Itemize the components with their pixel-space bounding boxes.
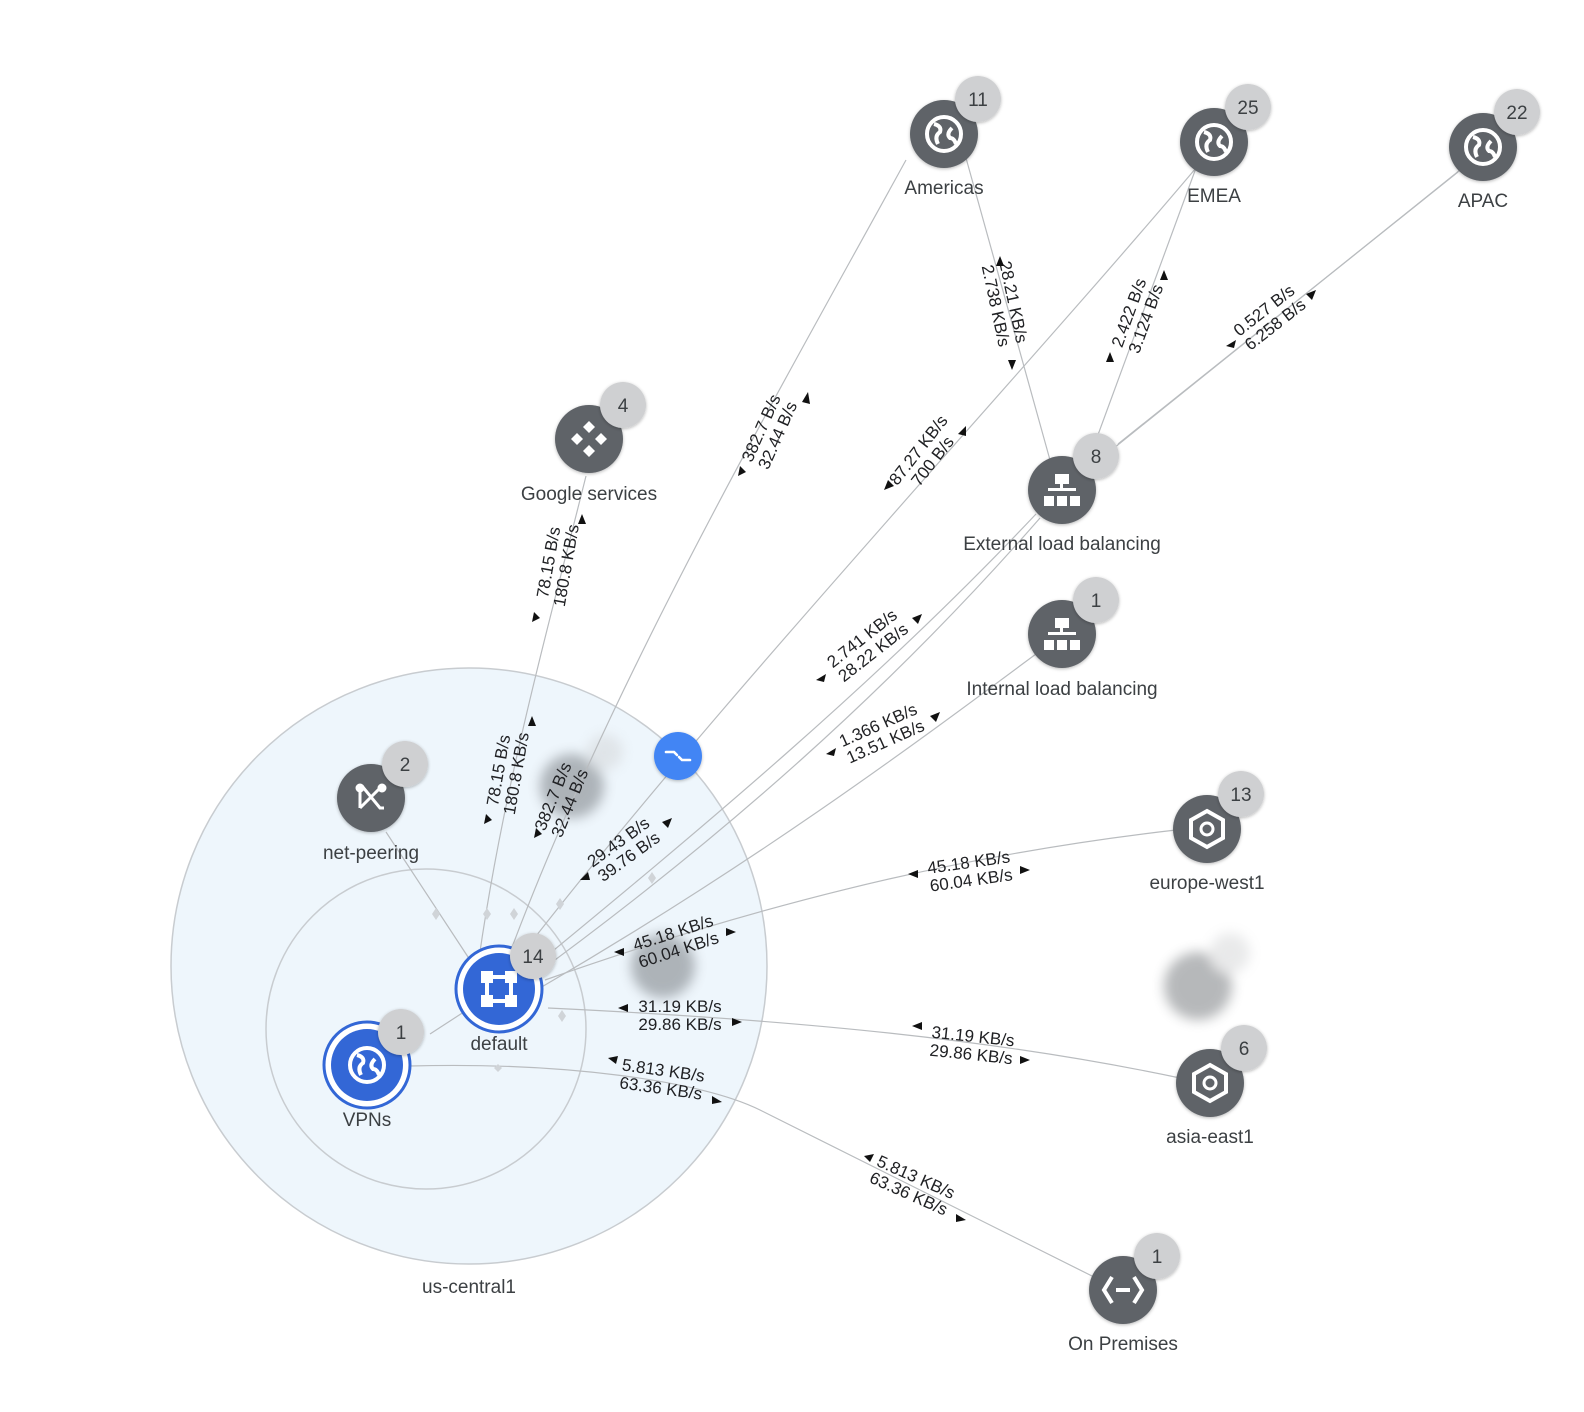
node-google-services[interactable]: 4 Google services bbox=[521, 382, 657, 505]
edge-label-default-ilb: 1.366 KB/s 13.51 KB/s bbox=[836, 700, 927, 768]
count-badge-text: 13 bbox=[1230, 785, 1251, 806]
count-badge bbox=[600, 382, 646, 428]
vpn-globe-icon bbox=[348, 1046, 386, 1084]
edge-label-default-ae1-near: 31.19 KB/s 29.86 KB/s bbox=[638, 997, 721, 1034]
node-label: Internal load balancing bbox=[966, 679, 1157, 700]
on-premises-icon bbox=[1101, 1275, 1145, 1305]
count-badge bbox=[382, 741, 428, 787]
node-europe-west1[interactable]: 13 europe-west1 bbox=[1149, 771, 1265, 894]
count-badge bbox=[1073, 577, 1119, 623]
count-badge-text: 1 bbox=[1091, 591, 1102, 612]
node-label: Google services bbox=[521, 484, 657, 505]
node-emea[interactable]: 25 EMEA bbox=[1180, 84, 1271, 207]
node-asia-east1[interactable]: 6 asia-east1 bbox=[1166, 1025, 1267, 1148]
edge-lines bbox=[385, 157, 1461, 1279]
rate-in: 31.19 KB/s bbox=[638, 997, 721, 1016]
edge-label-default-elb: 2.741 KB/s 28.22 KB/s bbox=[824, 605, 912, 685]
count-badge bbox=[510, 933, 556, 979]
flow-markers bbox=[432, 872, 656, 1072]
count-badge-text: 2 bbox=[400, 755, 411, 776]
node-label: europe-west1 bbox=[1149, 873, 1264, 894]
node-label: APAC bbox=[1458, 191, 1508, 212]
load-balancer-icon bbox=[1044, 618, 1080, 650]
node-label: EMEA bbox=[1187, 186, 1241, 207]
edge-label-default-google: 78.15 B/s 180.8 KB/s bbox=[533, 523, 583, 608]
edge-arrows bbox=[484, 256, 1316, 1222]
cloud-router-node[interactable] bbox=[654, 732, 702, 780]
globe-icon bbox=[1464, 128, 1502, 166]
load-balancer-icon bbox=[1044, 474, 1080, 506]
count-badge-text: 6 bbox=[1239, 1039, 1250, 1060]
region-hex-icon bbox=[1192, 1062, 1228, 1104]
rate-out: 29.86 KB/s bbox=[638, 1015, 721, 1034]
count-badge-text: 1 bbox=[1152, 1247, 1163, 1268]
region-label: us-central1 bbox=[422, 1277, 516, 1298]
count-badge bbox=[1134, 1233, 1180, 1279]
node-internal-load-balancing[interactable]: 1 Internal load balancing bbox=[966, 577, 1158, 700]
node-net-peering[interactable]: 2 net-peering bbox=[323, 741, 428, 864]
count-badge-text: 1 bbox=[396, 1023, 407, 1044]
peering-icon bbox=[355, 783, 387, 810]
count-badge bbox=[378, 1009, 424, 1055]
node-apac[interactable]: 22 APAC bbox=[1449, 89, 1540, 212]
count-badge bbox=[1225, 84, 1271, 130]
node-label: On Premises bbox=[1068, 1334, 1178, 1355]
ghost-nodes bbox=[540, 734, 1250, 1020]
edge-label-default-emea: 87.27 KB/s 700 B/s bbox=[885, 412, 958, 490]
edge-label-default-ae1: 31.19 KB/s 29.86 KB/s bbox=[929, 1023, 1016, 1068]
globe-icon bbox=[1195, 123, 1233, 161]
node-label: asia-east1 bbox=[1166, 1127, 1254, 1148]
edge-label-vpns-onprem: 5.813 KB/s 63.36 KB/s bbox=[867, 1152, 958, 1220]
count-badge-text: 25 bbox=[1237, 98, 1258, 119]
node-default[interactable]: 14 default bbox=[454, 933, 556, 1055]
count-badge bbox=[955, 76, 1001, 122]
node-label: External load balancing bbox=[963, 534, 1161, 555]
edge-label-default-ew1: 45.18 KB/s 60.04 KB/s bbox=[926, 847, 1014, 895]
edge-label-americas-elb: 28.21 KB/s 2.738 KB/s bbox=[978, 259, 1031, 348]
node-label: Americas bbox=[904, 178, 983, 199]
node-vpns[interactable]: 1 VPNs bbox=[322, 1009, 424, 1131]
count-badge-text: 14 bbox=[522, 947, 544, 968]
edge-label-apac-elb: 0.527 B/s 6.258 B/s bbox=[1230, 281, 1309, 354]
count-badge bbox=[1073, 433, 1119, 479]
node-external-load-balancing[interactable]: 8 External load balancing bbox=[963, 433, 1161, 555]
region-hex-icon bbox=[1189, 808, 1225, 850]
router-icon bbox=[664, 750, 692, 762]
count-badge bbox=[1218, 771, 1264, 817]
edge-label-emea-elb: 2.422 B/s 3.124 B/s bbox=[1108, 276, 1167, 356]
count-badge bbox=[1221, 1025, 1267, 1071]
node-label: net-peering bbox=[323, 843, 419, 864]
google-services-icon bbox=[571, 421, 607, 457]
count-badge-text: 11 bbox=[968, 90, 988, 111]
node-label: VPNs bbox=[343, 1110, 392, 1131]
count-badge-text: 4 bbox=[618, 396, 629, 417]
node-americas[interactable]: 11 Americas bbox=[904, 76, 1001, 199]
edge-label-default-americas: 382.7 B/s 32.44 B/s bbox=[738, 391, 801, 472]
count-badge bbox=[1494, 89, 1540, 135]
network-icon bbox=[481, 971, 517, 1007]
count-badge-text: 22 bbox=[1506, 103, 1527, 124]
node-label: default bbox=[470, 1034, 528, 1055]
globe-icon bbox=[925, 115, 963, 153]
node-on-premises[interactable]: 1 On Premises bbox=[1068, 1233, 1180, 1355]
count-badge-text: 8 bbox=[1091, 447, 1102, 468]
